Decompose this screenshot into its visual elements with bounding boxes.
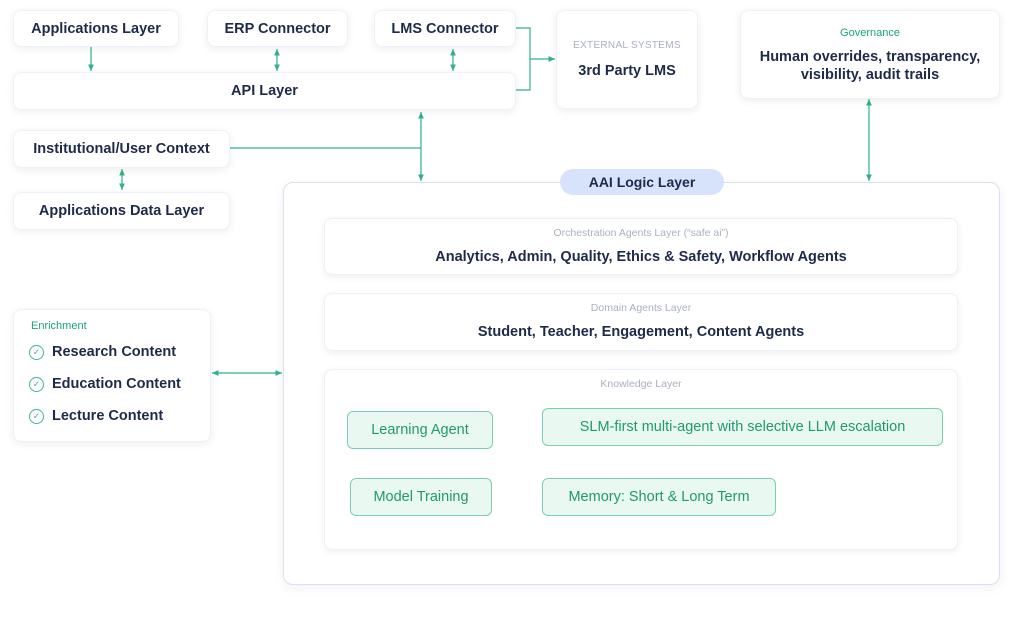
model-training-box: Model Training: [350, 478, 492, 516]
enrichment-item-label: Education Content: [52, 376, 181, 392]
check-circle-icon: ✓: [29, 408, 44, 424]
model-training-label: Model Training: [373, 489, 469, 505]
learning-agent-box: Learning Agent: [347, 411, 493, 449]
erp-connector-box: ERP Connector: [207, 10, 348, 47]
applications-data-layer-label: Applications Data Layer: [38, 203, 205, 219]
api-layer-box: API Layer: [13, 72, 516, 110]
lms-connector-box: LMS Connector: [374, 10, 516, 47]
enrichment-item: ✓ Research Content: [29, 344, 176, 360]
governance-line-1: Human overrides, transparency,: [759, 48, 981, 65]
applications-data-layer-box: Applications Data Layer: [13, 192, 230, 230]
lms-connector-label: LMS Connector: [391, 20, 499, 37]
governance-box: Governance Human overrides, transparency…: [740, 10, 1000, 99]
applications-layer-label: Applications Layer: [31, 20, 161, 37]
enrichment-heading: Enrichment: [31, 320, 87, 332]
orchestration-heading: Orchestration Agents Layer (“safe ai”): [553, 227, 729, 239]
external-systems-box: EXTERNAL SYSTEMS 3rd Party LMS: [556, 10, 698, 109]
orchestration-agents-layer: Orchestration Agents Layer (“safe ai”) A…: [324, 218, 958, 275]
applications-layer-box: Applications Layer: [13, 10, 179, 47]
enrichment-item-label: Lecture Content: [52, 408, 164, 424]
check-circle-icon: ✓: [29, 344, 44, 360]
learning-agent-label: Learning Agent: [371, 422, 469, 438]
third-party-lms-label: 3rd Party LMS: [578, 63, 676, 79]
knowledge-heading: Knowledge Layer: [600, 378, 682, 390]
bracket-to-external: [516, 27, 531, 91]
knowledge-layer: Knowledge Layer: [324, 369, 958, 550]
api-layer-label: API Layer: [231, 83, 298, 99]
domain-content: Student, Teacher, Engagement, Content Ag…: [477, 324, 805, 340]
domain-agents-layer: Domain Agents Layer Student, Teacher, En…: [324, 293, 958, 351]
enrichment-item-label: Research Content: [52, 344, 177, 360]
enrichment-item: ✓ Lecture Content: [29, 408, 163, 424]
institutional-context-box: Institutional/User Context: [13, 130, 230, 168]
orchestration-content: Analytics, Admin, Quality, Ethics & Safe…: [435, 249, 847, 265]
domain-heading: Domain Agents Layer: [590, 302, 692, 314]
aai-logic-layer-title: AAI Logic Layer: [560, 169, 724, 195]
external-systems-heading: EXTERNAL SYSTEMS: [573, 40, 681, 51]
governance-heading: Governance: [840, 26, 900, 39]
aai-logic-layer-title-text: AAI Logic Layer: [588, 174, 696, 190]
memory-box: Memory: Short & Long Term: [542, 478, 776, 516]
slm-multi-agent-box: SLM-first multi-agent with selective LLM…: [542, 408, 943, 446]
enrichment-item: ✓ Education Content: [29, 376, 181, 392]
enrichment-box: Enrichment ✓ Research Content ✓ Educatio…: [13, 309, 211, 442]
memory-label: Memory: Short & Long Term: [568, 489, 750, 505]
governance-line-2: visibility, audit trails: [800, 66, 940, 83]
check-circle-icon: ✓: [29, 376, 44, 392]
erp-connector-label: ERP Connector: [224, 20, 331, 37]
slm-multi-agent-label: SLM-first multi-agent with selective LLM…: [579, 419, 906, 435]
institutional-context-label: Institutional/User Context: [33, 141, 210, 157]
